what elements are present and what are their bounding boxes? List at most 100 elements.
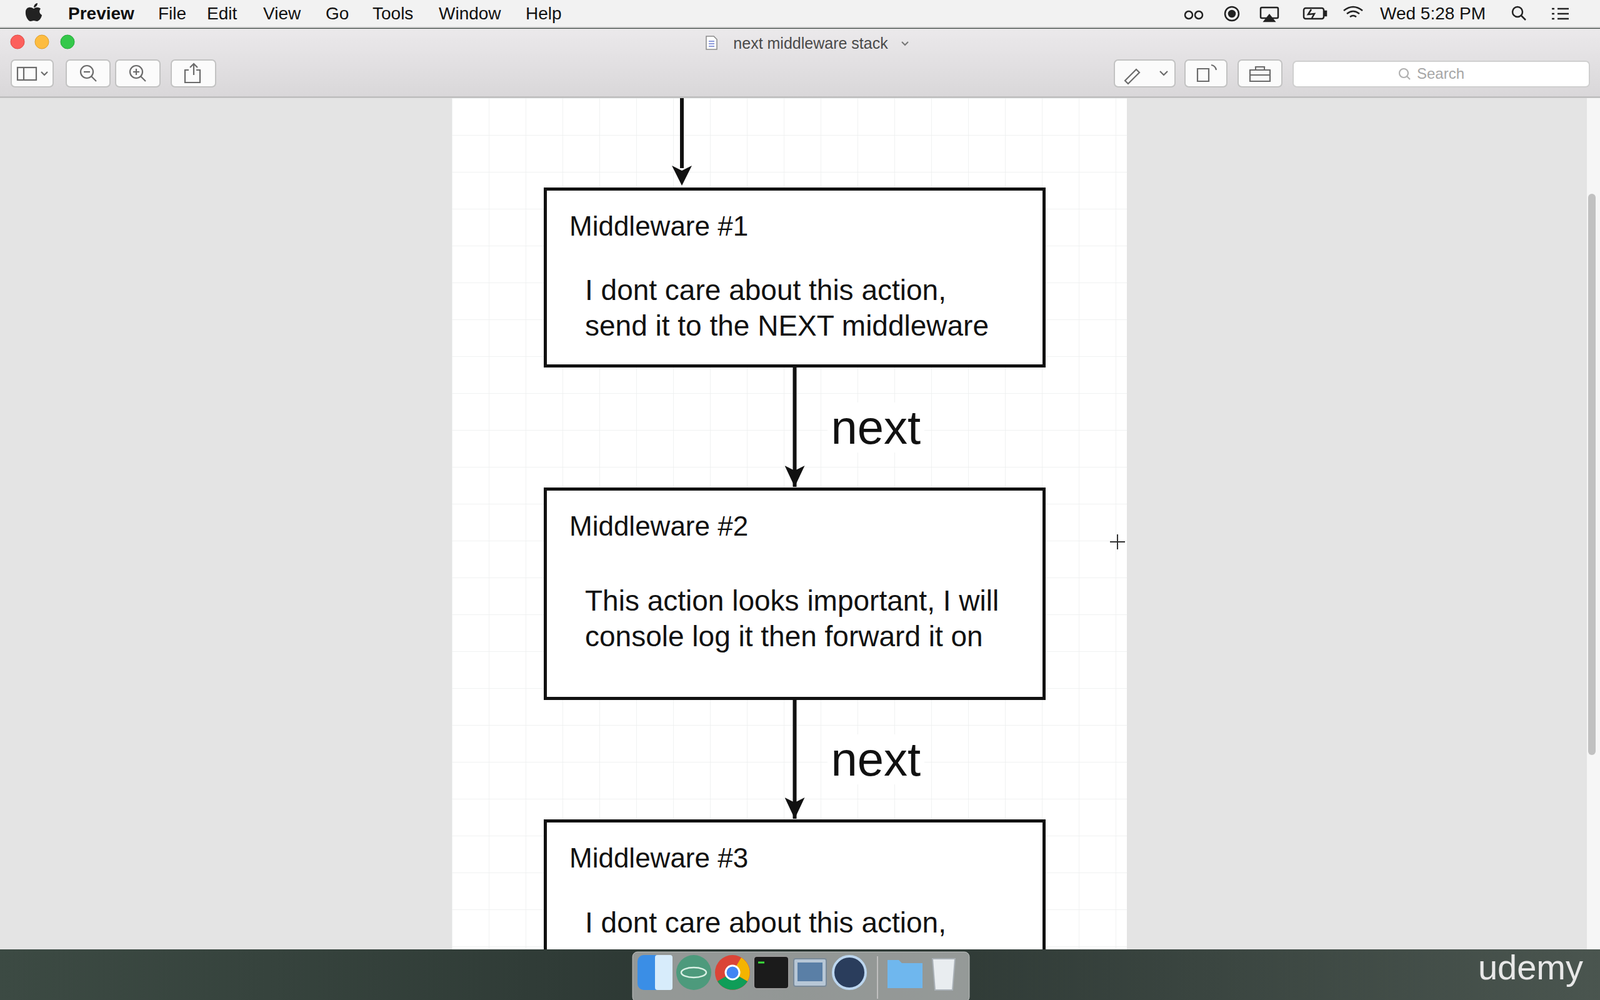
battery-bolt: [1308, 9, 1315, 19]
wifi-icon: [1343, 6, 1363, 17]
process-box: Middleware #1 I dont care about this acti…: [543, 187, 1046, 368]
document-view: Middleware #1 I dont care about this acti…: [0, 98, 1587, 950]
toolbox-glyph: [1250, 66, 1270, 82]
scrollbar-thumb: [1588, 193, 1596, 755]
flow-arrow: [793, 700, 797, 819]
zoom-out-glyph: [83, 71, 90, 73]
notification-icon: [1551, 8, 1569, 19]
zoom-in-glyph: [140, 76, 146, 82]
finder-icon: [655, 955, 673, 990]
menu-clock: Wed 5:28 PM: [1380, 3, 1486, 25]
markup-glyph: [1125, 69, 1140, 84]
search-placeholder: Search: [1416, 65, 1465, 84]
box-text: I dont care about this action,: [585, 905, 1017, 941]
menu-item: View: [263, 3, 301, 25]
zoom-out-glyph: [91, 76, 97, 82]
preview-icon: [793, 958, 827, 987]
app-menu: Preview: [68, 3, 135, 25]
edge-label: next: [827, 734, 925, 785]
zoom-in-button: [115, 60, 160, 87]
process-box: Middleware #2 This action looks important…: [543, 487, 1046, 700]
apple-logo: [25, 3, 42, 22]
toolbar-glyphs: [17, 63, 1410, 84]
trash-icon: [932, 958, 955, 990]
cursor-crosshair: [1110, 534, 1125, 550]
record-icon: [1225, 6, 1239, 21]
zoom-in-glyph: [133, 68, 140, 75]
glasses-icon: [1185, 11, 1193, 19]
apple-body: [25, 7, 42, 22]
menu-item: File: [158, 3, 187, 25]
incoming-arrow-head: [671, 165, 692, 186]
menu-item: Go: [325, 3, 349, 25]
terminal-prompt: [758, 961, 765, 964]
search-field: [1293, 61, 1590, 87]
sidebar-glyph: [23, 67, 25, 80]
finder-icon: [637, 955, 673, 990]
battery-icon: [1303, 8, 1324, 19]
edge-label: next: [827, 402, 925, 453]
minimize-button: [35, 35, 49, 49]
box-heading: Middleware #2: [569, 510, 1024, 543]
menu-item: Tools: [372, 3, 414, 25]
toolbar-buttons: [11, 60, 1590, 87]
incoming-arrow: [680, 98, 684, 169]
chrome-icon: [725, 965, 740, 980]
airplay-arrow: [1264, 15, 1275, 22]
search-glyph: [1399, 68, 1409, 78]
process-box: Middleware #3 I dont care about this acti…: [543, 819, 1046, 950]
dock: [632, 951, 970, 1000]
scrollbar-track: [1586, 98, 1600, 950]
record-dot: [1228, 10, 1235, 17]
status-icons: [1185, 6, 1569, 22]
box-text: I dont care about this action, send it t…: [585, 272, 1017, 344]
title-chevron: [901, 41, 909, 45]
toolbox-button: [1238, 60, 1282, 87]
battery-tip: [1324, 11, 1327, 16]
menu-item: Window: [438, 3, 502, 25]
menu-bar: [0, 0, 1600, 28]
document-page: Middleware #1 I dont care about this acti…: [451, 98, 1127, 950]
title-toolbar: [0, 28, 1600, 97]
spotlight-icon: [1512, 6, 1523, 17]
markup-chevron: [1160, 71, 1168, 75]
sidebar-button: [11, 60, 54, 87]
menu-bar-edge: [0, 26, 1600, 29]
folder-icon: [887, 960, 923, 989]
box-text: This action looks important, I will cons…: [585, 583, 1017, 655]
zoom-out-button: [66, 60, 110, 87]
close-button: [10, 35, 25, 49]
zoom-button: [60, 35, 75, 49]
chrome-icon: [715, 955, 750, 990]
atom-icon: [676, 955, 712, 990]
markup-button: [1114, 60, 1175, 87]
sidebar-chevron: [41, 71, 48, 75]
glasses-icon: [1195, 11, 1203, 19]
preview-icon: [797, 962, 823, 982]
terminal-icon: [753, 956, 789, 989]
atom-orbit: [681, 967, 707, 978]
menu-item: Help: [525, 3, 562, 25]
dock-icons: [637, 955, 955, 999]
menu-item: Edit: [206, 3, 237, 25]
box-heading: Middleware #3: [569, 841, 1024, 875]
flow-arrow: [793, 367, 797, 487]
quicktime-icon: [833, 956, 866, 989]
document-icon: [706, 36, 717, 50]
watermark: udemy: [1478, 946, 1584, 989]
dock-divider: [876, 956, 879, 999]
search-glyph: [1406, 76, 1410, 80]
share-glyph: [185, 63, 200, 83]
rotate-button: [1185, 60, 1227, 87]
window: [0, 28, 1600, 950]
spotlight-handle: [1521, 15, 1526, 20]
rotate-glyph: [1197, 65, 1217, 82]
apple-leaf: [33, 3, 38, 8]
box-heading: Middleware #1: [569, 210, 1024, 243]
sidebar-glyph: [17, 67, 37, 80]
document-icon: [706, 36, 717, 50]
window-title: next middleware stack: [733, 33, 888, 53]
document-lines: [708, 41, 715, 47]
share-button: [171, 60, 216, 87]
